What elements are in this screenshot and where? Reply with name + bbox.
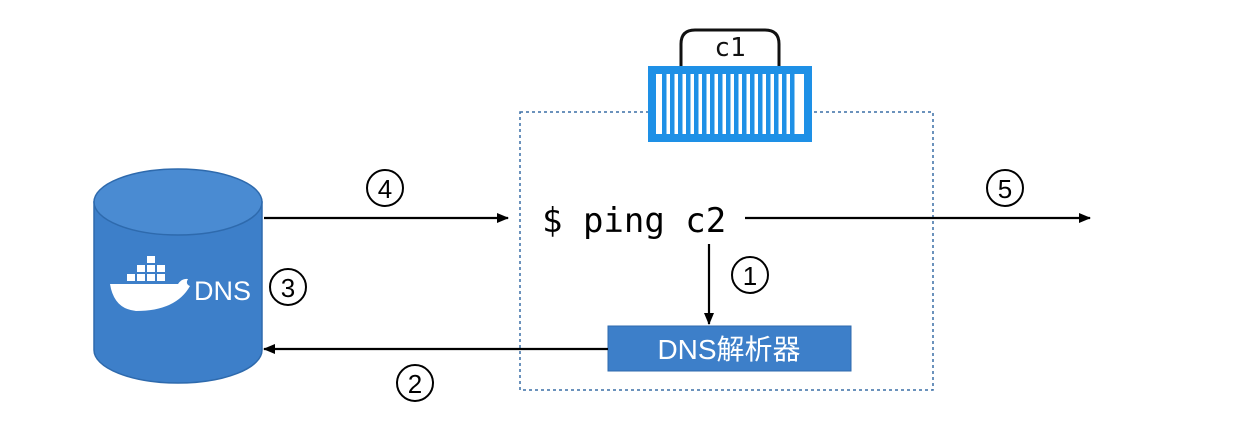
- container-rib: [678, 74, 683, 134]
- container-rib: [774, 74, 779, 134]
- container-rib: [790, 74, 795, 134]
- dns-server: DNS: [93, 168, 263, 384]
- container-rib: [686, 74, 691, 134]
- container-rib: [758, 74, 763, 134]
- ping-command: $ ping c2: [542, 201, 726, 241]
- container-rib: [710, 74, 715, 134]
- container-rib: [734, 74, 739, 134]
- container-rib: [694, 74, 699, 134]
- step-1: 1: [731, 256, 769, 294]
- shipping-container-icon: [648, 66, 812, 142]
- step-5: 5: [986, 169, 1024, 207]
- step-3: 3: [269, 268, 307, 306]
- step-1-label: 1: [743, 261, 757, 291]
- container-rib: [782, 74, 787, 134]
- container-rib: [662, 74, 667, 134]
- docker-whale-icon: [110, 256, 190, 311]
- step-2-label: 2: [408, 369, 422, 399]
- dns-server-label: DNS: [194, 276, 251, 306]
- dns-resolver: DNS解析器: [607, 325, 852, 372]
- container-rib: [718, 74, 723, 134]
- container-handle: [679, 28, 781, 66]
- container-rib: [742, 74, 747, 134]
- container-rib: [726, 74, 731, 134]
- container-rib: [766, 74, 771, 134]
- dns-cylinder-top: [93, 168, 263, 236]
- container-c1: c1: [648, 28, 812, 142]
- container-label: c1: [714, 33, 745, 63]
- step-3-label: 3: [281, 273, 295, 303]
- step-4-label: 4: [378, 174, 392, 204]
- container-rib: [702, 74, 707, 134]
- container-rib: [750, 74, 755, 134]
- dns-resolver-label: DNS解析器: [657, 334, 800, 365]
- step-2: 2: [396, 364, 434, 402]
- step-5-label: 5: [998, 174, 1012, 204]
- step-4: 4: [366, 169, 404, 207]
- container-rib: [670, 74, 675, 134]
